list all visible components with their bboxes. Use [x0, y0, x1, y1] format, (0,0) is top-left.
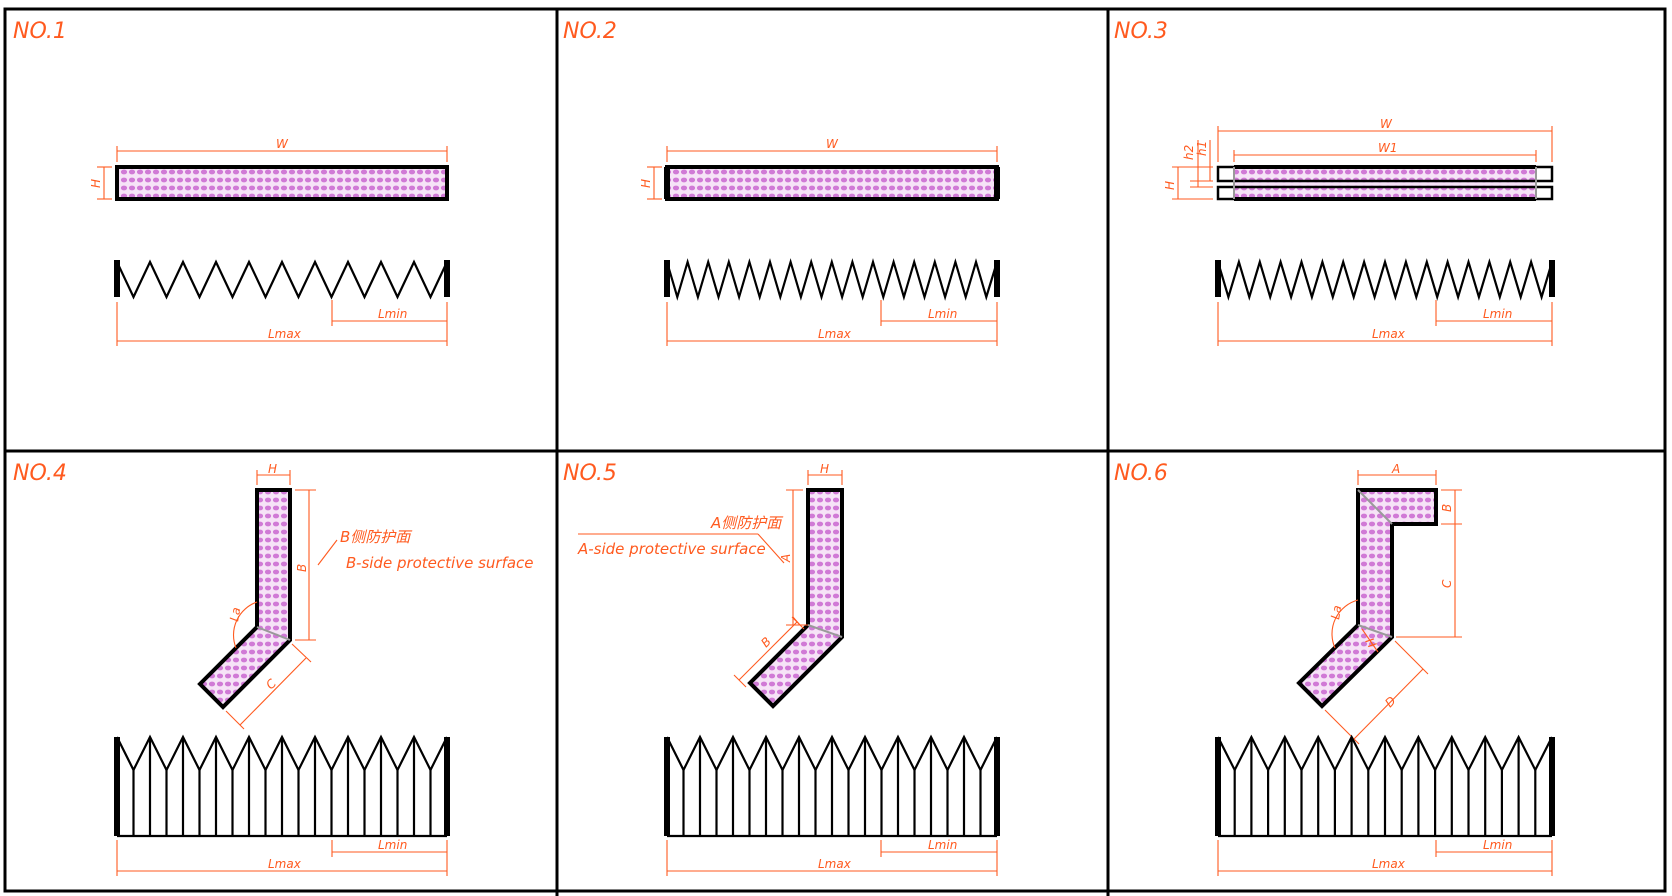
dim-lmax-label: Lmax — [1372, 327, 1406, 341]
dim-lmin-label: Lmin — [378, 838, 407, 852]
panel-no5-title: NO.5 — [563, 461, 617, 486]
dim-h-label: H — [1163, 181, 1177, 190]
dim-lmax-label: Lmax — [818, 857, 852, 871]
dim-h-label: H — [268, 462, 277, 476]
cover-section-fill — [1234, 167, 1536, 199]
dim-a-label: A — [779, 554, 793, 563]
dim-b-label: B — [1440, 504, 1454, 512]
dim-h-label: H — [639, 179, 653, 188]
dim-la-label: La — [227, 606, 243, 622]
dim-c-label: C — [263, 676, 279, 692]
cover-section-fill — [117, 167, 447, 199]
panel-no2-title: NO.2 — [563, 19, 617, 44]
dim-la-label: La — [1328, 604, 1344, 620]
dim-w-label: W — [276, 137, 289, 151]
panel-no5: NO.5 H A B A侧防护面 A-side protective surfa… — [563, 461, 1000, 876]
dim-a-label: A — [1391, 462, 1400, 476]
dim-lmin-label: Lmin — [378, 307, 407, 321]
dim-lmax-label: Lmax — [818, 327, 852, 341]
bellows-zigzag — [1216, 258, 1554, 301]
dim-w1-label: W1 — [1378, 141, 1398, 155]
cover-section-fill — [750, 490, 842, 706]
dim-b-label: B — [295, 564, 309, 572]
panel-no4-title: NO.4 — [13, 461, 67, 486]
panel-no6-title: NO.6 — [1114, 461, 1168, 486]
dim-lmax-label: Lmax — [268, 327, 302, 341]
dim-h1-label: h1 — [1195, 141, 1209, 156]
cover-section-fill — [667, 167, 997, 199]
panel-no4: NO.4 H B C La B侧防护面 B-side protective su… — [13, 461, 534, 876]
dim-lmin-label: Lmin — [1483, 307, 1512, 321]
dim-w-label: W — [1380, 117, 1393, 131]
dim-c-label: C — [1440, 579, 1454, 588]
grid-frame — [3, 7, 1667, 896]
panel-no6: NO.6 A B C D H La — [1114, 461, 1555, 876]
dim-h-label: H — [820, 462, 829, 476]
dim-lmax-label: Lmax — [1372, 857, 1406, 871]
bellows-folds — [132, 737, 432, 836]
annotation-cn: A侧防护面 — [710, 514, 784, 532]
dim-w-label: W — [826, 137, 839, 151]
dim-lmax-label: Lmax — [268, 857, 302, 871]
dim-h-label: H — [89, 179, 103, 188]
annotation-cn: B侧防护面 — [340, 528, 413, 546]
panel-no3-title: NO.3 — [1114, 19, 1168, 44]
panel-no1: NO.1 W H Lmin Lmax — [13, 19, 450, 346]
dim-h2-label: h2 — [1182, 145, 1196, 160]
panel-no3: NO.3 W W1 H h2 h1 — [1114, 19, 1555, 346]
bellows-zigzag — [116, 259, 448, 300]
bellows-folds — [682, 737, 982, 836]
annotation-en: B-side protective surface — [346, 554, 534, 572]
cover-section-outline — [115, 165, 449, 201]
annotation-en: A-side protective surface — [577, 540, 766, 558]
bellows-folds — [1233, 737, 1537, 836]
cover-section-fill — [200, 490, 290, 707]
panel-no2: NO.2 W H Lmin Lmax — [563, 19, 1000, 346]
dim-lmin-label: Lmin — [928, 838, 957, 852]
panel-no1-title: NO.1 — [13, 19, 67, 44]
dim-lmin-label: Lmin — [1483, 838, 1512, 852]
bellows-zigzag — [665, 258, 999, 301]
dim-lmin-label: Lmin — [928, 307, 957, 321]
